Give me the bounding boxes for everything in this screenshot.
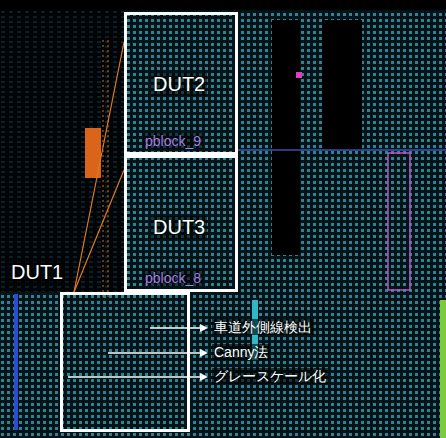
net-connector xyxy=(74,42,124,292)
pblock-name: pblock_9 xyxy=(143,133,203,149)
dut-label: DUT1 xyxy=(9,261,65,284)
module-label: 車道外側線検出 xyxy=(212,319,314,335)
net-connector xyxy=(74,170,124,292)
pblock-box: DUT1 xyxy=(60,292,190,432)
pblock-box: DUT2 pblock_9 xyxy=(124,12,238,155)
pblock-box: DUT3 pblock_8 xyxy=(124,155,238,292)
pblock-name: pblock_8 xyxy=(143,270,203,286)
dut-label: DUT3 xyxy=(151,216,207,239)
module-label: Canny法 xyxy=(212,344,270,360)
dut-label: DUT2 xyxy=(151,73,207,96)
module-label: グレースケール化 xyxy=(212,368,328,384)
